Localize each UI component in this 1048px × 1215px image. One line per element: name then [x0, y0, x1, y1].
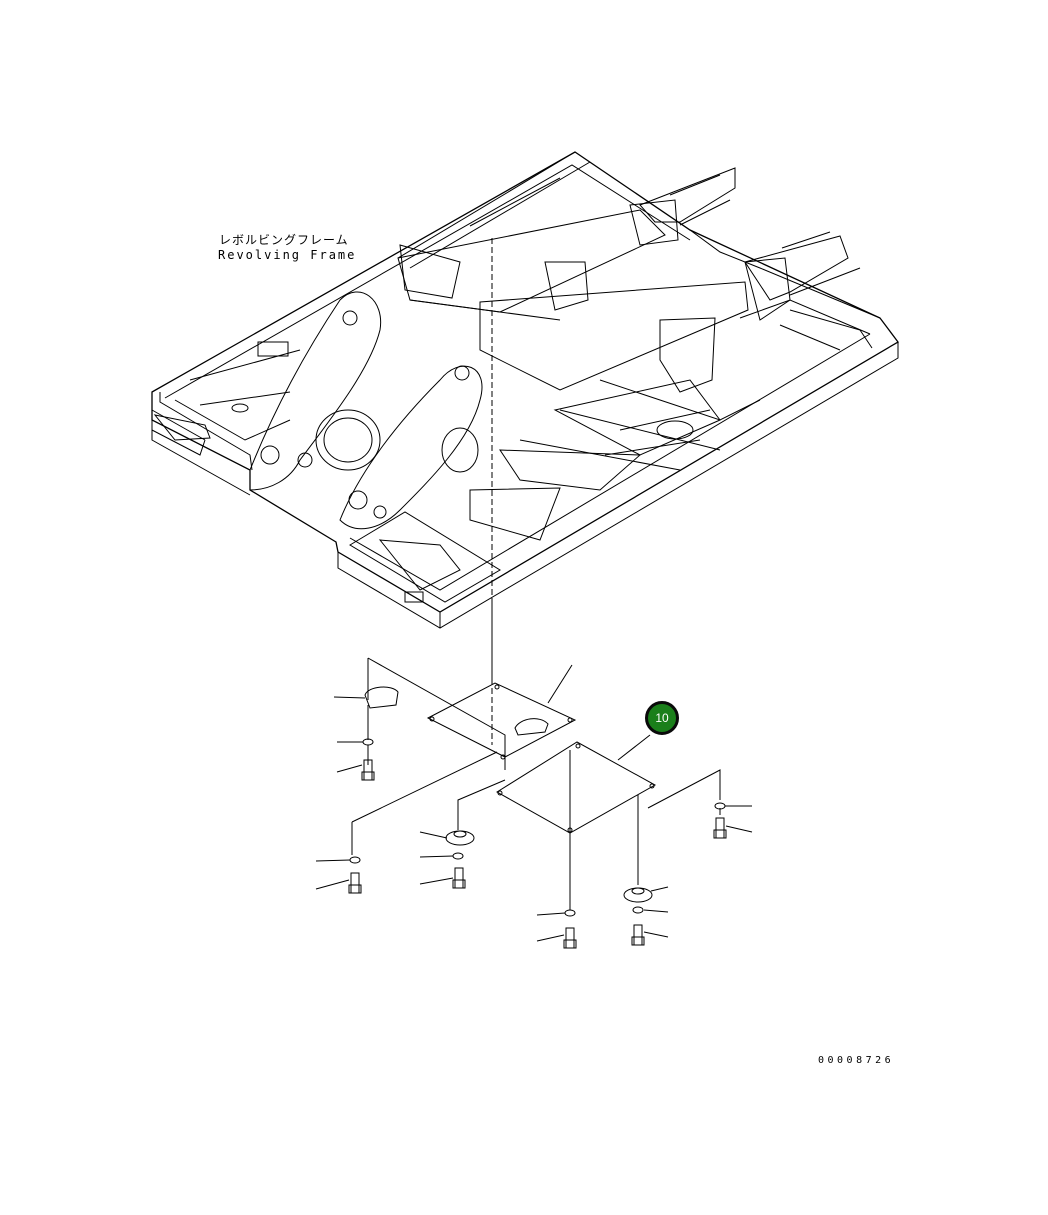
part-name-japanese: レボルビングフレーム — [219, 233, 349, 247]
bolt — [452, 867, 466, 889]
hardware — [315, 686, 753, 949]
bolt — [563, 927, 577, 949]
cover-plate-upper — [426, 682, 577, 758]
cover-plate-lower — [496, 741, 657, 834]
bolt — [361, 759, 375, 781]
small-cover — [364, 686, 399, 709]
under-covers — [351, 238, 721, 910]
callout-badge-10[interactable]: 10 — [645, 701, 679, 735]
drawing-code: 00008726 — [818, 1055, 895, 1066]
bolt — [713, 817, 727, 839]
part-name-english: Revolving Frame — [218, 248, 357, 262]
frame-deck-outline — [151, 151, 899, 613]
bolt — [348, 872, 362, 894]
revolving-frame — [151, 151, 899, 629]
bolt — [631, 924, 645, 946]
